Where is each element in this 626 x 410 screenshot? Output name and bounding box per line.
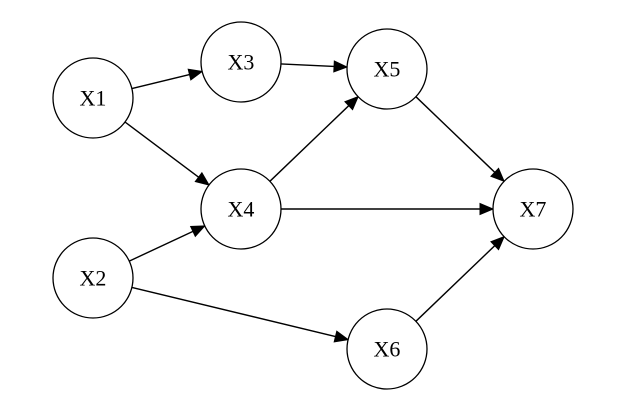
node-x6-circle [346, 308, 428, 390]
node-x5-circle [346, 28, 428, 110]
node-x3-label: X3 [228, 50, 255, 75]
edges-layer [124, 60, 506, 343]
edge-x2-to-x6-arrowhead [333, 330, 350, 343]
edge-x4-to-x5 [269, 95, 360, 182]
node-x7: X7 [492, 168, 574, 250]
node-x5: X5 [346, 28, 428, 110]
node-x5-label: X5 [374, 57, 401, 82]
node-x2-circle [52, 237, 134, 319]
edge-x3-to-x5 [280, 60, 349, 73]
edge-x5-to-x7-arrowhead [490, 167, 506, 183]
edge-x1-to-x4-arrowhead [194, 171, 211, 186]
edge-x5-to-x7 [415, 96, 506, 183]
node-x2: X2 [52, 237, 134, 319]
node-x3-circle [200, 21, 282, 103]
edge-x1-to-x3 [131, 68, 204, 90]
edge-x4-to-x5-arrowhead [344, 95, 360, 111]
edge-x6-to-x7-arrowhead [490, 235, 506, 251]
nodes-layer: X1 X2 X3 X4 X5 X6 X7 [52, 21, 574, 390]
edge-x3-to-x5-arrowhead [333, 60, 349, 73]
edge-x2-to-x4 [128, 225, 206, 262]
edge-x1-to-x4 [124, 121, 211, 186]
edge-x6-to-x7-line [415, 245, 496, 322]
node-x6: X6 [346, 308, 428, 390]
edge-x3-to-x5-line [280, 63, 335, 68]
edge-x2-to-x4-arrowhead [189, 225, 206, 238]
node-x7-circle [492, 168, 574, 250]
edge-x4-to-x5-line [269, 105, 350, 182]
node-x1-circle [52, 57, 134, 139]
edge-x2-to-x4-line [128, 230, 194, 262]
node-x2-label: X2 [80, 266, 107, 291]
edge-x6-to-x7 [415, 235, 506, 322]
edge-x5-to-x7-line [415, 96, 496, 173]
node-x1: X1 [52, 57, 134, 139]
node-x6-label: X6 [374, 337, 401, 362]
edge-x2-to-x6 [131, 286, 350, 343]
node-x4: X4 [200, 168, 282, 250]
node-x3: X3 [200, 21, 282, 103]
edge-x1-to-x4-line [124, 121, 200, 178]
node-x1-label: X1 [80, 86, 107, 111]
node-x7-label: X7 [520, 197, 547, 222]
node-x4-circle [200, 168, 282, 250]
edge-x2-to-x6-line [131, 286, 336, 338]
edge-x4-to-x7-arrowhead [479, 202, 495, 216]
edge-x1-to-x3-arrowhead [187, 68, 204, 81]
edge-x1-to-x3-line [131, 73, 190, 90]
node-x4-label: X4 [228, 197, 255, 222]
edge-x4-to-x7 [281, 202, 495, 216]
